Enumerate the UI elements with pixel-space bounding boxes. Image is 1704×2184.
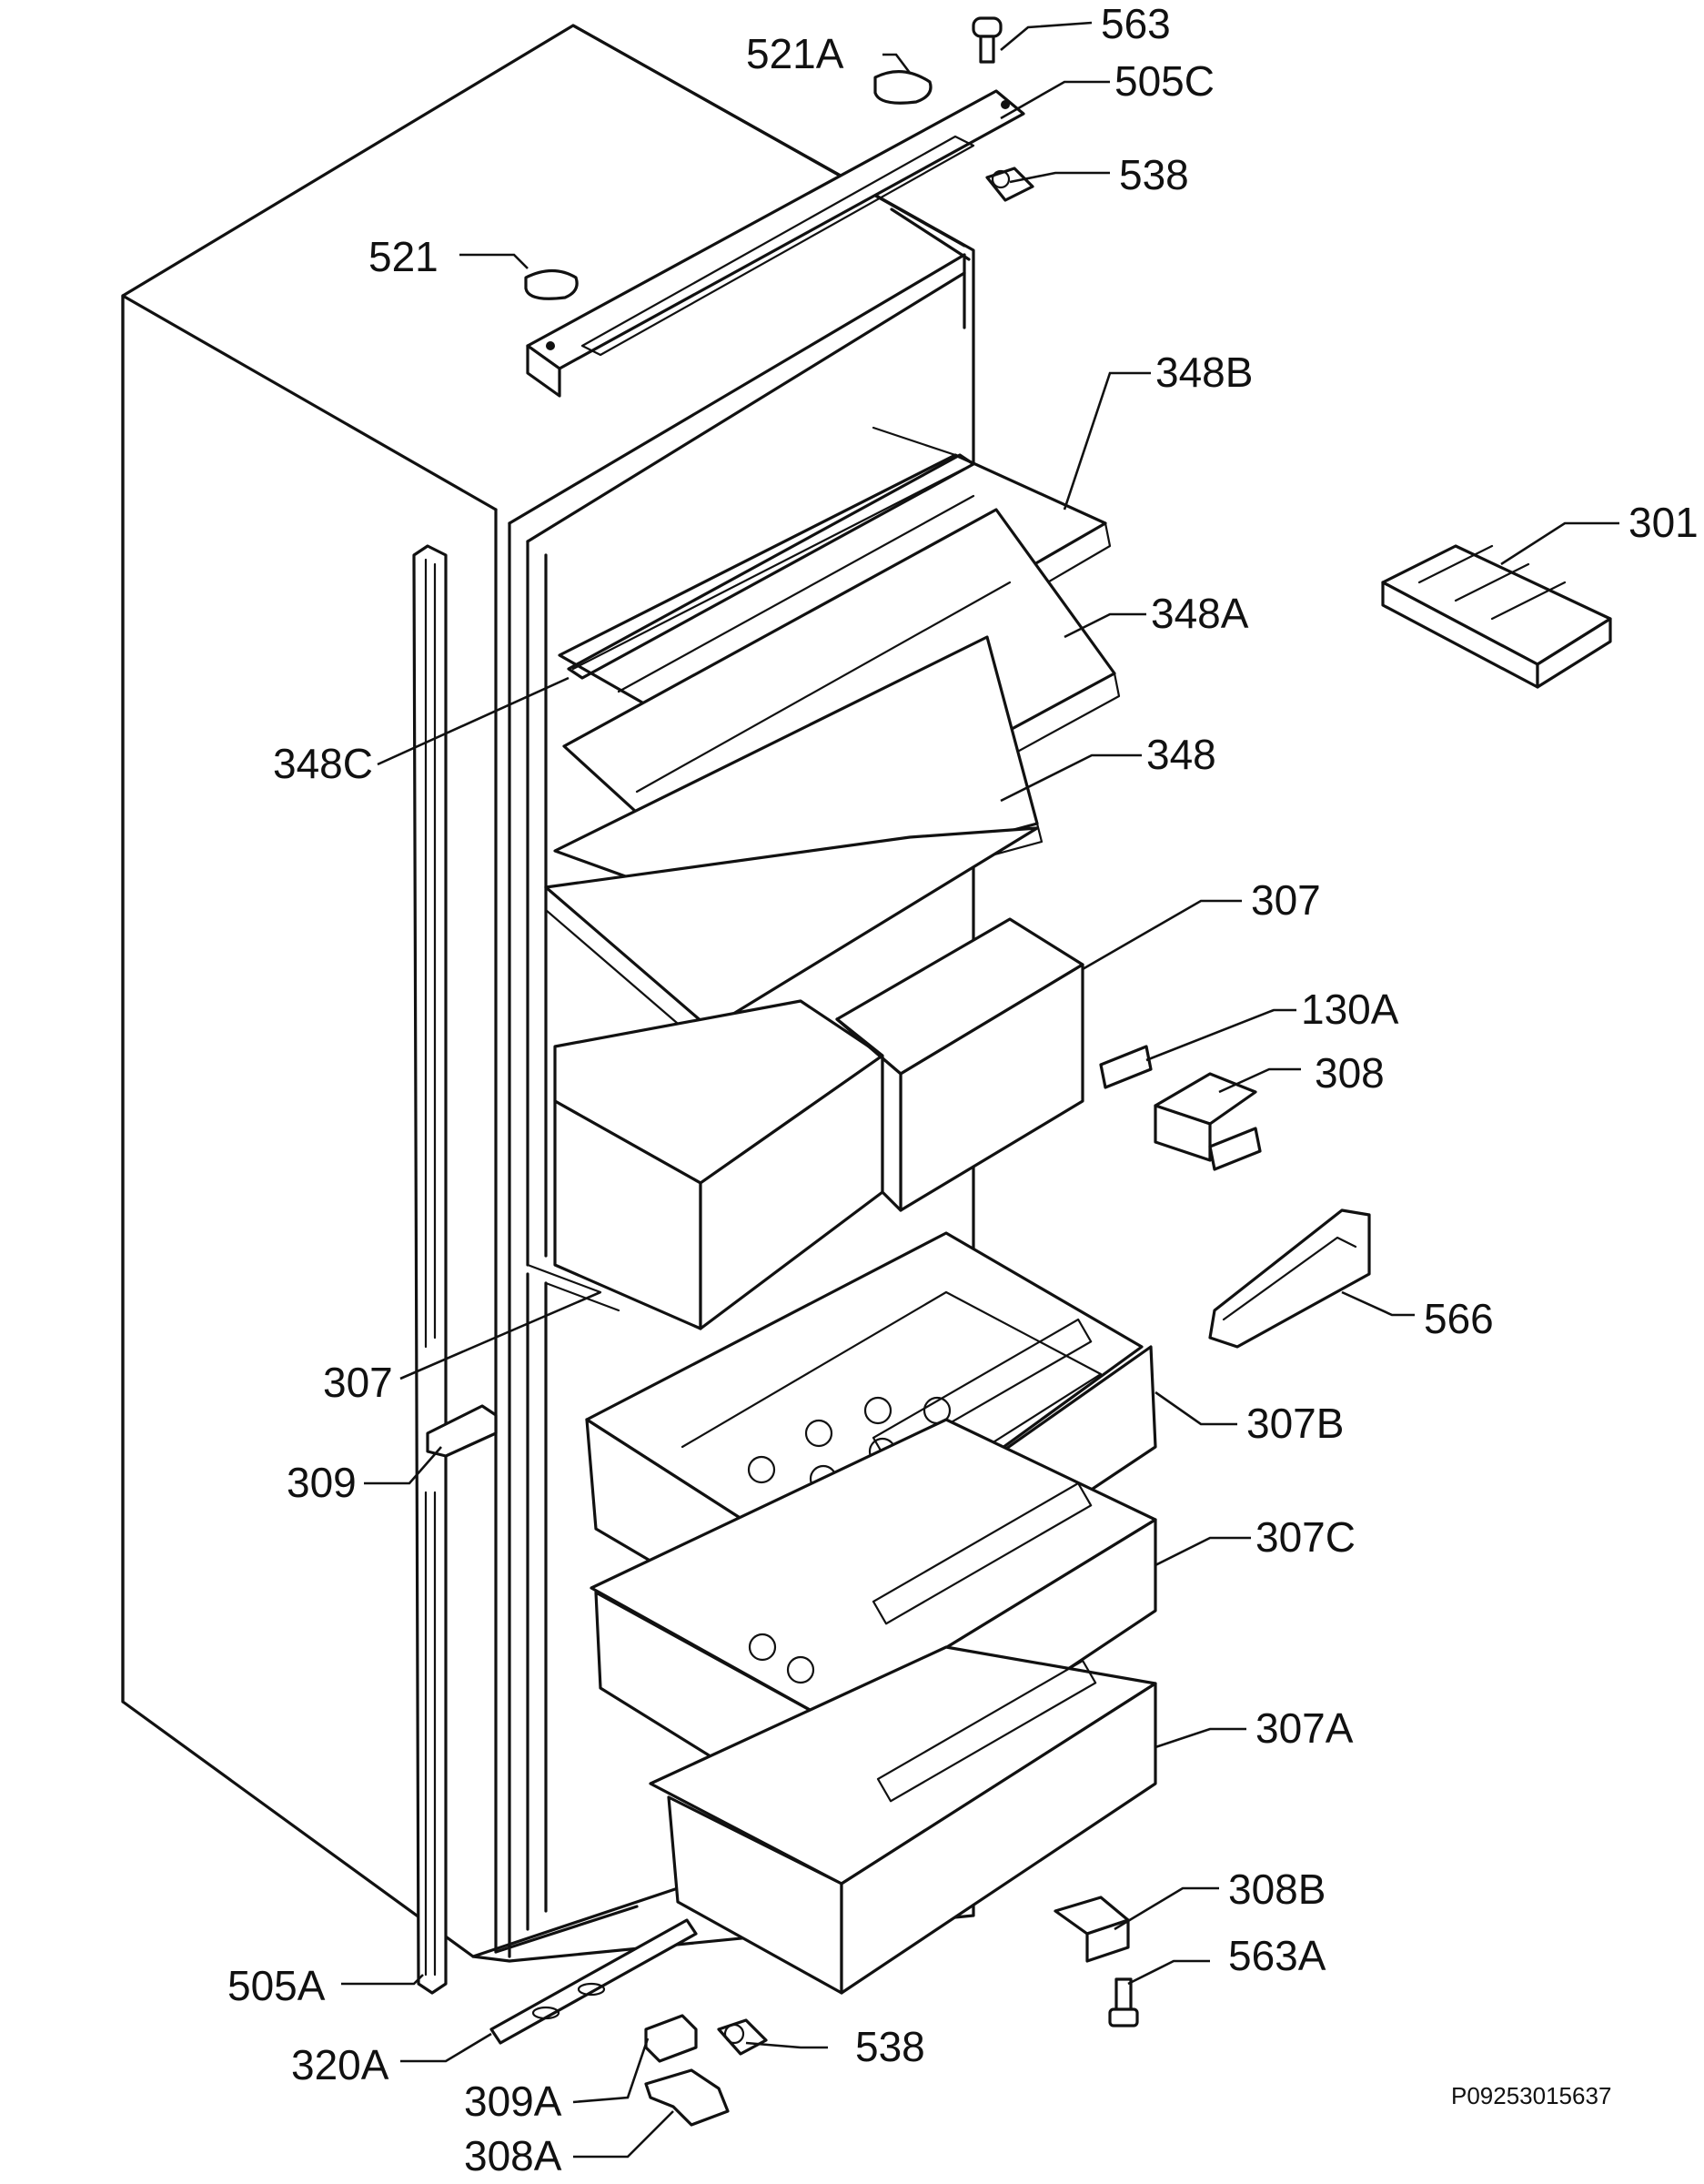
crisper-drawer-left [553, 999, 884, 1330]
label-538-top: 538 [1119, 151, 1189, 198]
label-130a: 130A [1301, 986, 1399, 1033]
label-307a: 307A [1255, 1704, 1354, 1752]
label-348: 348 [1146, 731, 1216, 778]
reference-number: P09253015637 [1451, 2082, 1611, 2109]
label-307c: 307C [1255, 1513, 1356, 1561]
part-labels: 563 521A 505C 538 521 348B 301 348A 348C… [227, 0, 1699, 2179]
label-308a: 308A [464, 2132, 562, 2179]
label-563: 563 [1101, 0, 1171, 47]
label-566: 566 [1424, 1295, 1494, 1342]
crisper-drawer-right [835, 917, 1084, 1212]
label-309a: 309A [464, 2078, 562, 2125]
label-521a: 521A [746, 30, 844, 77]
leader-lines [341, 21, 1619, 2159]
label-521: 521 [368, 233, 439, 280]
shelf-rail-348c [567, 453, 975, 680]
label-505a: 505A [227, 1962, 326, 2009]
label-308b: 308B [1228, 1866, 1326, 1913]
label-320a: 320A [291, 2041, 389, 2088]
label-308: 308 [1315, 1049, 1385, 1097]
label-505c: 505C [1114, 57, 1215, 105]
small-parts [426, 16, 1612, 2127]
label-307-upper: 307 [1251, 876, 1321, 924]
door-seal-strip [412, 544, 448, 1995]
label-563a: 563A [1228, 1932, 1326, 1979]
label-348a: 348A [1151, 590, 1249, 637]
label-348c: 348C [273, 740, 373, 787]
label-307-lower: 307 [323, 1359, 393, 1406]
label-301: 301 [1628, 499, 1699, 546]
label-348b: 348B [1155, 349, 1253, 396]
label-538-bottom: 538 [855, 2023, 925, 2070]
label-307b: 307B [1246, 1400, 1344, 1447]
top-hinge-rail [526, 89, 1025, 398]
freezer-drawer-307a [649, 1645, 1157, 1995]
label-309: 309 [287, 1459, 357, 1506]
